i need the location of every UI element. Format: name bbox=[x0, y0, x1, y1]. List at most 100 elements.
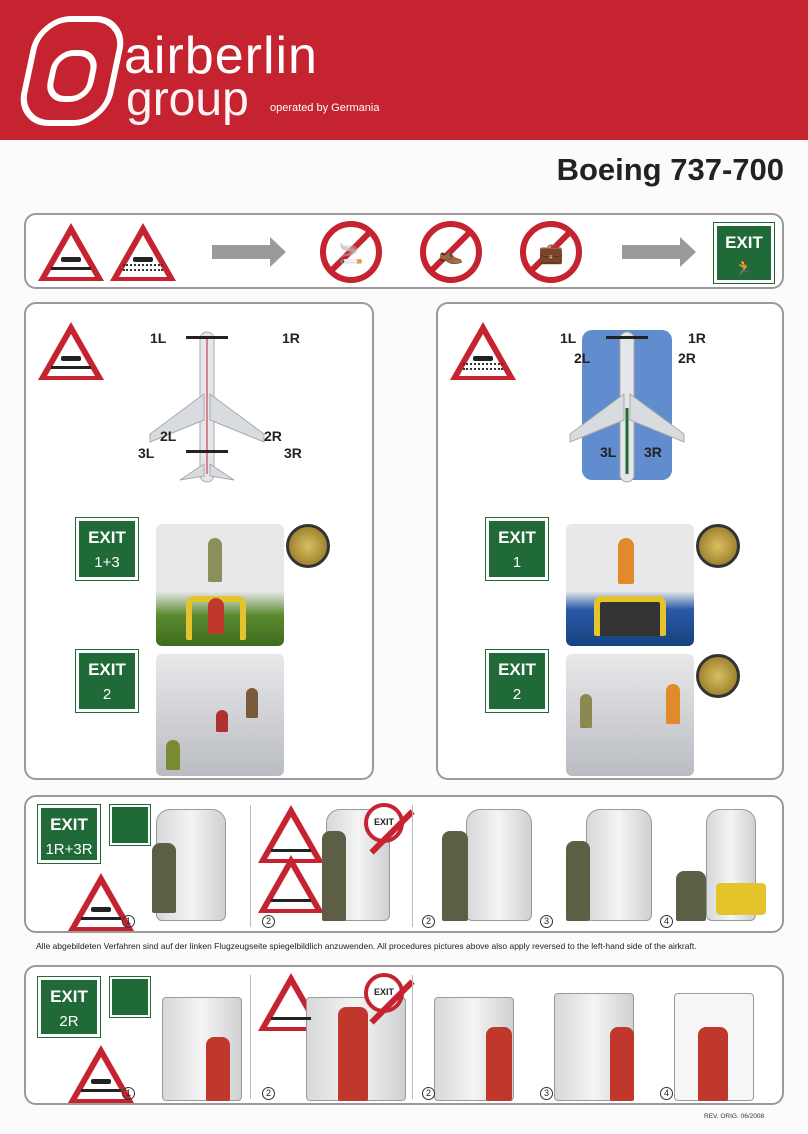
exit-sign-label: EXIT bbox=[88, 528, 126, 547]
exit-sign-number: 1+3 bbox=[94, 554, 120, 571]
door-2r-procedure: EXIT 2R 1 EXIT 2 2 3 4 bbox=[24, 965, 784, 1105]
door-illustration bbox=[466, 809, 532, 921]
exit-label-3r: 3R bbox=[644, 444, 662, 460]
slide-pack bbox=[716, 883, 766, 915]
crew-figure bbox=[566, 841, 590, 921]
step-number: 1 bbox=[122, 1087, 135, 1100]
exit-sign-number: 1R+3R bbox=[45, 841, 93, 858]
exit-label-1r: 1R bbox=[282, 330, 300, 346]
land-evacuation-warning-icon bbox=[38, 223, 104, 281]
water-evacuation-warning-icon bbox=[110, 223, 176, 281]
no-exit-icon: EXIT bbox=[364, 973, 404, 1013]
land-evacuation-panel: 1L 1R 2L 2R 3L 3R EXIT 1+3 EXIT 2 bbox=[24, 302, 374, 780]
water-evacuation-warning-icon bbox=[450, 322, 516, 380]
fire-warning-icon bbox=[258, 805, 324, 863]
revision-label: REV. ORIG. 06/2008 bbox=[704, 1113, 765, 1120]
crew-figure bbox=[676, 871, 706, 921]
airplane-diagram bbox=[149, 331, 265, 483]
arrow-right-icon bbox=[212, 237, 286, 267]
blocked-exit-warning-icon bbox=[258, 855, 324, 913]
crew-figure bbox=[442, 831, 468, 921]
exit-sign-label: EXIT bbox=[50, 815, 88, 834]
step-number: 2 bbox=[422, 1087, 435, 1100]
no-shoes-icon: 👞 bbox=[420, 221, 482, 283]
door-1r3r-procedure: EXIT 1R+3R 1 EXIT 2 2 3 4 bbox=[24, 795, 784, 933]
door-slide-illustration bbox=[156, 524, 284, 646]
step-number: 4 bbox=[660, 1087, 673, 1100]
exit-sign-number: 2 bbox=[102, 686, 112, 703]
detail-magnifier-illustration bbox=[696, 524, 740, 568]
exit-label-1r: 1R bbox=[688, 330, 706, 346]
exit-sign-2r: EXIT 2R bbox=[37, 976, 101, 1038]
no-smoking-icon: 🚬 bbox=[320, 221, 382, 283]
exit-label-3l: 3L bbox=[600, 444, 617, 460]
land-evacuation-warning-icon bbox=[68, 1045, 134, 1103]
brand-name: airberlin bbox=[124, 27, 318, 85]
water-evacuation-panel: 1L 1R 2L 2R 3L 3R EXIT 1 EXIT 2 bbox=[436, 302, 784, 780]
exit-sign-icon: EXIT🏃 bbox=[713, 222, 775, 284]
no-baggage-icon: 💼 bbox=[520, 221, 582, 283]
door-location-icon bbox=[109, 976, 151, 1018]
exit-label-2r: 2R bbox=[264, 428, 282, 444]
wing-exit-illustration bbox=[156, 654, 284, 776]
step-number: 4 bbox=[660, 915, 673, 928]
exit-sign-1-3: EXIT 1+3 bbox=[75, 517, 139, 581]
airplane-water-diagram bbox=[569, 330, 685, 483]
airberlin-logo-icon bbox=[14, 16, 130, 126]
prohibitions-strip: 🚬 👞 💼 EXIT🏃 bbox=[24, 213, 784, 289]
exit-sign-1r3r: EXIT 1R+3R bbox=[37, 804, 101, 864]
crew-figure bbox=[698, 1027, 728, 1101]
exit-sign-number: 1 bbox=[512, 554, 522, 571]
no-exit-icon: EXIT bbox=[364, 803, 404, 843]
step-number: 2 bbox=[262, 915, 275, 928]
no-exit-label: EXIT bbox=[373, 987, 394, 997]
step-number: 3 bbox=[540, 1087, 553, 1100]
divider bbox=[250, 975, 251, 1099]
exit-label-2l: 2L bbox=[574, 350, 591, 366]
header-banner: airberlin group operated by Germania bbox=[0, 0, 808, 140]
crew-figure bbox=[610, 1027, 634, 1101]
step-number: 2 bbox=[422, 915, 435, 928]
wing-exit-water-illustration bbox=[566, 654, 694, 776]
exit-sign-number: 2 bbox=[512, 686, 522, 703]
exit-label-2l: 2L bbox=[160, 428, 177, 444]
door-illustration bbox=[162, 997, 242, 1101]
divider bbox=[250, 805, 251, 927]
crew-figure bbox=[322, 831, 346, 921]
divider bbox=[412, 975, 413, 1099]
step-number: 3 bbox=[540, 915, 553, 928]
exit-sign-label: EXIT bbox=[88, 660, 126, 679]
exit-label-1l: 1L bbox=[560, 330, 577, 346]
exit-sign-2: EXIT 2 bbox=[75, 649, 139, 713]
detail-magnifier-illustration bbox=[696, 654, 740, 698]
exit-sign-number: 2R bbox=[59, 1013, 79, 1030]
exit-sign-1: EXIT 1 bbox=[485, 517, 549, 581]
land-evacuation-warning-icon bbox=[38, 322, 104, 380]
running-man-icon: 🏃 bbox=[734, 260, 754, 277]
exit-sign-label: EXIT bbox=[498, 660, 536, 679]
mirror-procedure-note: Alle abgebildeten Verfahren sind auf der… bbox=[36, 941, 697, 951]
exit-label-3r: 3R bbox=[284, 445, 302, 461]
crew-figure bbox=[338, 1007, 368, 1101]
step-number: 1 bbox=[122, 915, 135, 928]
step-number: 2 bbox=[262, 1087, 275, 1100]
page-title: Boeing 737-700 bbox=[556, 152, 784, 187]
arrow-right-icon bbox=[622, 237, 696, 267]
operated-by: operated by Germania bbox=[270, 102, 380, 114]
crew-figure bbox=[486, 1027, 512, 1101]
exit-sign-label: EXIT bbox=[50, 987, 88, 1006]
door-illustration bbox=[586, 809, 652, 921]
door-location-icon bbox=[109, 804, 151, 846]
detail-magnifier-illustration bbox=[286, 524, 330, 568]
exit-label-1l: 1L bbox=[150, 330, 167, 346]
door-raft-illustration bbox=[566, 524, 694, 646]
brand-group: group bbox=[126, 73, 249, 126]
exit-sign-2: EXIT 2 bbox=[485, 649, 549, 713]
exit-label-3l: 3L bbox=[138, 445, 155, 461]
crew-figure bbox=[152, 843, 176, 913]
divider bbox=[412, 805, 413, 927]
exit-label-2r: 2R bbox=[678, 350, 696, 366]
exit-sign-label: EXIT bbox=[498, 528, 536, 547]
no-exit-label: EXIT bbox=[373, 817, 394, 827]
crew-figure bbox=[206, 1037, 230, 1101]
